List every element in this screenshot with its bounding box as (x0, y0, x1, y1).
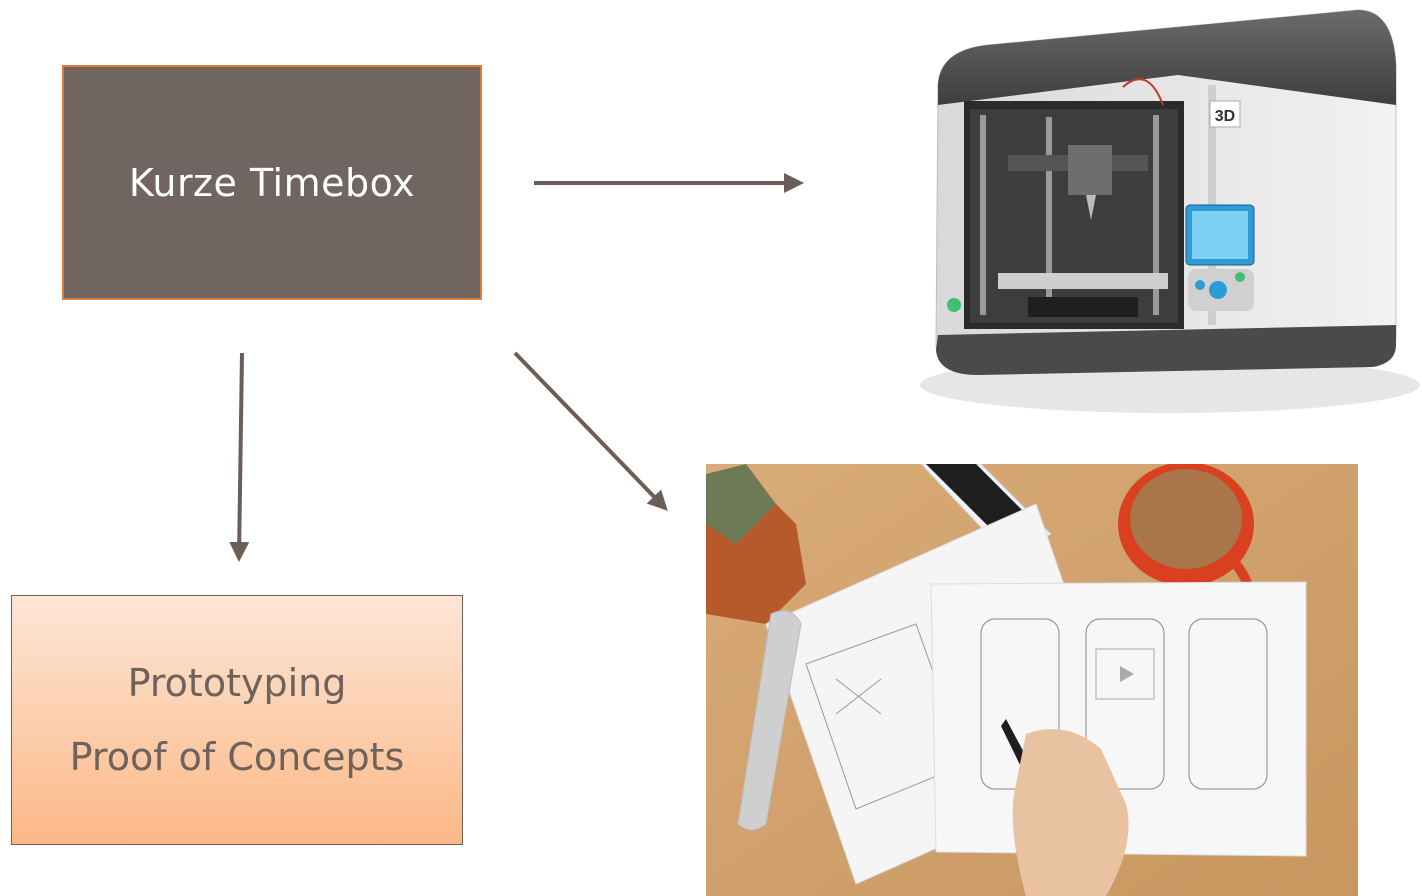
3d-printer-image: 3D (920, 9, 1420, 413)
arrow-to-outcome (229, 352, 250, 562)
arrow-to-sketch-photo (513, 351, 668, 511)
outcome-box: Prototyping Proof of Concepts (11, 595, 463, 845)
timebox-label: Kurze Timebox (128, 160, 416, 205)
3d-badge: 3D (1209, 100, 1241, 128)
timebox-box: Kurze Timebox (62, 65, 482, 300)
wireframe-sketch-photo (706, 464, 1358, 896)
outcome-label-prototyping: Prototyping (127, 661, 347, 705)
printer-badge-text: 3D (1215, 108, 1235, 125)
outcome-label-proof-of-concepts: Proof of Concepts (69, 735, 405, 779)
